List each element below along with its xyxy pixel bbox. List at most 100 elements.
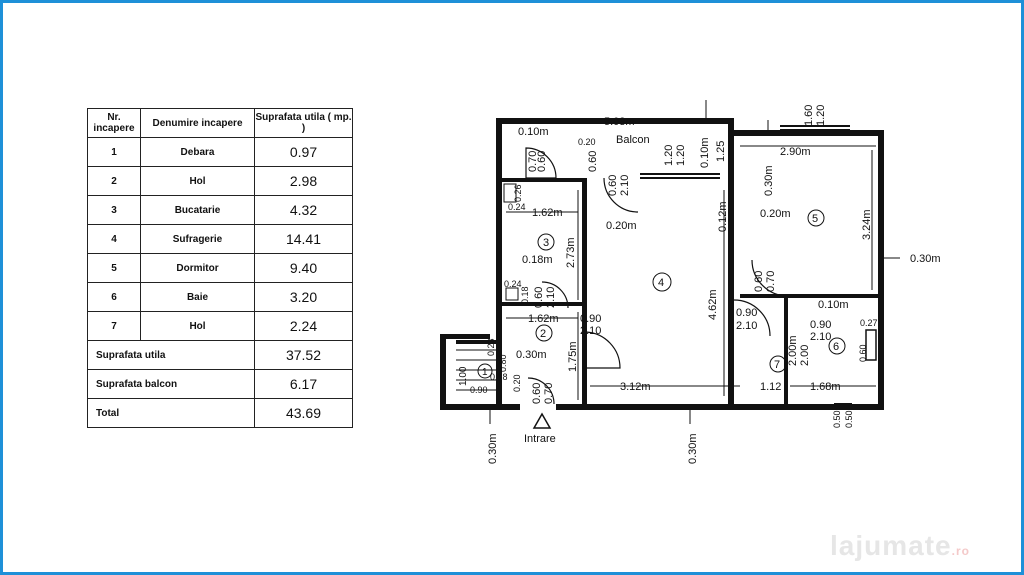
row-name: Bucatarie	[140, 195, 255, 225]
row-name: Hol	[140, 166, 255, 196]
dim-label: 4.62m	[707, 289, 719, 320]
dim-label: 0.23	[486, 338, 496, 356]
dim-label: 0.60	[536, 151, 548, 172]
room-number-circles	[477, 209, 846, 379]
dim-label: 0.60	[753, 271, 765, 292]
dim-label: 1.00	[458, 366, 469, 386]
dim-label: 0.10m	[699, 137, 711, 168]
dim-label: 1.20	[815, 105, 827, 126]
dim-label: 1.68m	[810, 381, 841, 393]
stairs-icon	[456, 349, 496, 391]
row-area: 0.97	[254, 137, 353, 167]
watermark-text: lajumate	[830, 530, 952, 561]
dim-label: 0.24	[504, 279, 522, 289]
watermark-logo: lajumate.ro	[830, 530, 970, 562]
dim-label: 0.26	[513, 184, 523, 202]
dim-label: 0.10m	[818, 299, 849, 311]
dim-label: 0.18	[490, 372, 508, 382]
dim-label: 3.12m	[620, 381, 651, 393]
room-number-6: 6	[833, 341, 839, 353]
dim-label: 0.12m	[717, 201, 729, 232]
dim-label: 0.60	[858, 344, 868, 362]
room-number-2: 2	[540, 328, 546, 340]
entrance-arrow-icon	[532, 412, 552, 429]
dim-label: 0.70	[543, 383, 555, 404]
dim-label: 1.12	[760, 381, 781, 393]
dim-label: 0.18m	[522, 254, 553, 266]
dim-label: 1.20	[675, 145, 687, 166]
dim-label: 0.90	[736, 307, 757, 319]
dim-label: 0.60	[607, 175, 619, 196]
dim-label: 2.10	[580, 325, 601, 337]
dim-label: 0.30m	[687, 433, 699, 464]
row-name: Baie	[140, 282, 255, 312]
area-table: Nr. incapere Denumire incapere Suprafata…	[87, 108, 353, 428]
closet-icon	[505, 287, 519, 301]
dim-label: 0.80	[498, 354, 508, 372]
dim-label: 1.62m	[532, 207, 563, 219]
row-name: Hol	[140, 311, 255, 341]
dim-label: 0.30m	[487, 433, 499, 464]
summary-value: 43.69	[254, 398, 353, 428]
dim-label: 0.70	[765, 271, 777, 292]
row-area: 3.20	[254, 282, 353, 312]
entrance-label: Intrare	[524, 433, 556, 445]
dim-label: 0.30m	[763, 165, 775, 196]
dim-label: 2.90m	[780, 146, 811, 158]
dim-label: 2.10	[810, 331, 831, 343]
walls	[440, 118, 884, 410]
dim-label: 1.75m	[567, 341, 579, 372]
row-name: Dormitor	[140, 253, 255, 283]
dim-label: 0.20m	[606, 220, 637, 232]
bathtub-icon	[865, 329, 877, 361]
dim-label: 0.60	[531, 383, 543, 404]
dim-label: 0.90	[810, 319, 831, 331]
summary-label: Total	[87, 398, 255, 428]
room-number-7: 7	[774, 359, 780, 371]
dim-label: 2.73m	[565, 237, 577, 268]
row-nr: 1	[87, 137, 141, 167]
balcony-label: Balcon	[616, 134, 650, 146]
dim-label: 2.10	[619, 175, 631, 196]
dim-label: 2.10	[736, 320, 757, 332]
dim-label: 0.24	[508, 202, 526, 212]
dim-label: 0.60	[587, 151, 599, 172]
dim-label: 0.20	[578, 137, 596, 147]
dim-label: 0.50	[844, 410, 854, 428]
dim-label: 2.00	[799, 345, 811, 366]
dim-label: 0.10m	[518, 126, 549, 138]
room-number-5: 5	[812, 213, 818, 225]
room-number-1: 1	[482, 367, 488, 378]
door-swings	[525, 147, 789, 405]
dim-label: 0.50	[832, 410, 842, 428]
dim-label: 1.20	[663, 145, 675, 166]
dim-label: 2.00m	[787, 335, 799, 366]
dim-label: 0.27	[860, 318, 878, 328]
kitchen-counter-icon	[503, 183, 517, 203]
dim-label: 2.10	[545, 287, 557, 308]
row-area: 14.41	[254, 224, 353, 254]
dim-label: 0.90	[580, 313, 601, 325]
summary-label: Suprafata utila	[87, 340, 255, 370]
dim-label: 0.20m	[760, 208, 791, 220]
dim-label: 0.70	[527, 151, 539, 172]
dim-label: 1.60	[803, 105, 815, 126]
plan-labels: 1 2 3 4 5 6 7 Balcon Intrare 5.03m 0.10m…	[458, 105, 941, 464]
dim-label: 0.30m	[910, 253, 941, 265]
dim-label: 0.90	[470, 385, 488, 395]
room-number-4: 4	[658, 277, 664, 289]
dimension-lines	[489, 100, 900, 424]
dim-label: 0.20	[512, 374, 522, 392]
row-nr: 5	[87, 253, 141, 283]
dim-label: 5.03m	[604, 116, 635, 128]
room-number-3: 3	[543, 237, 549, 249]
dim-label: 1.62m	[528, 313, 559, 325]
dim-label: 0.60	[533, 287, 545, 308]
